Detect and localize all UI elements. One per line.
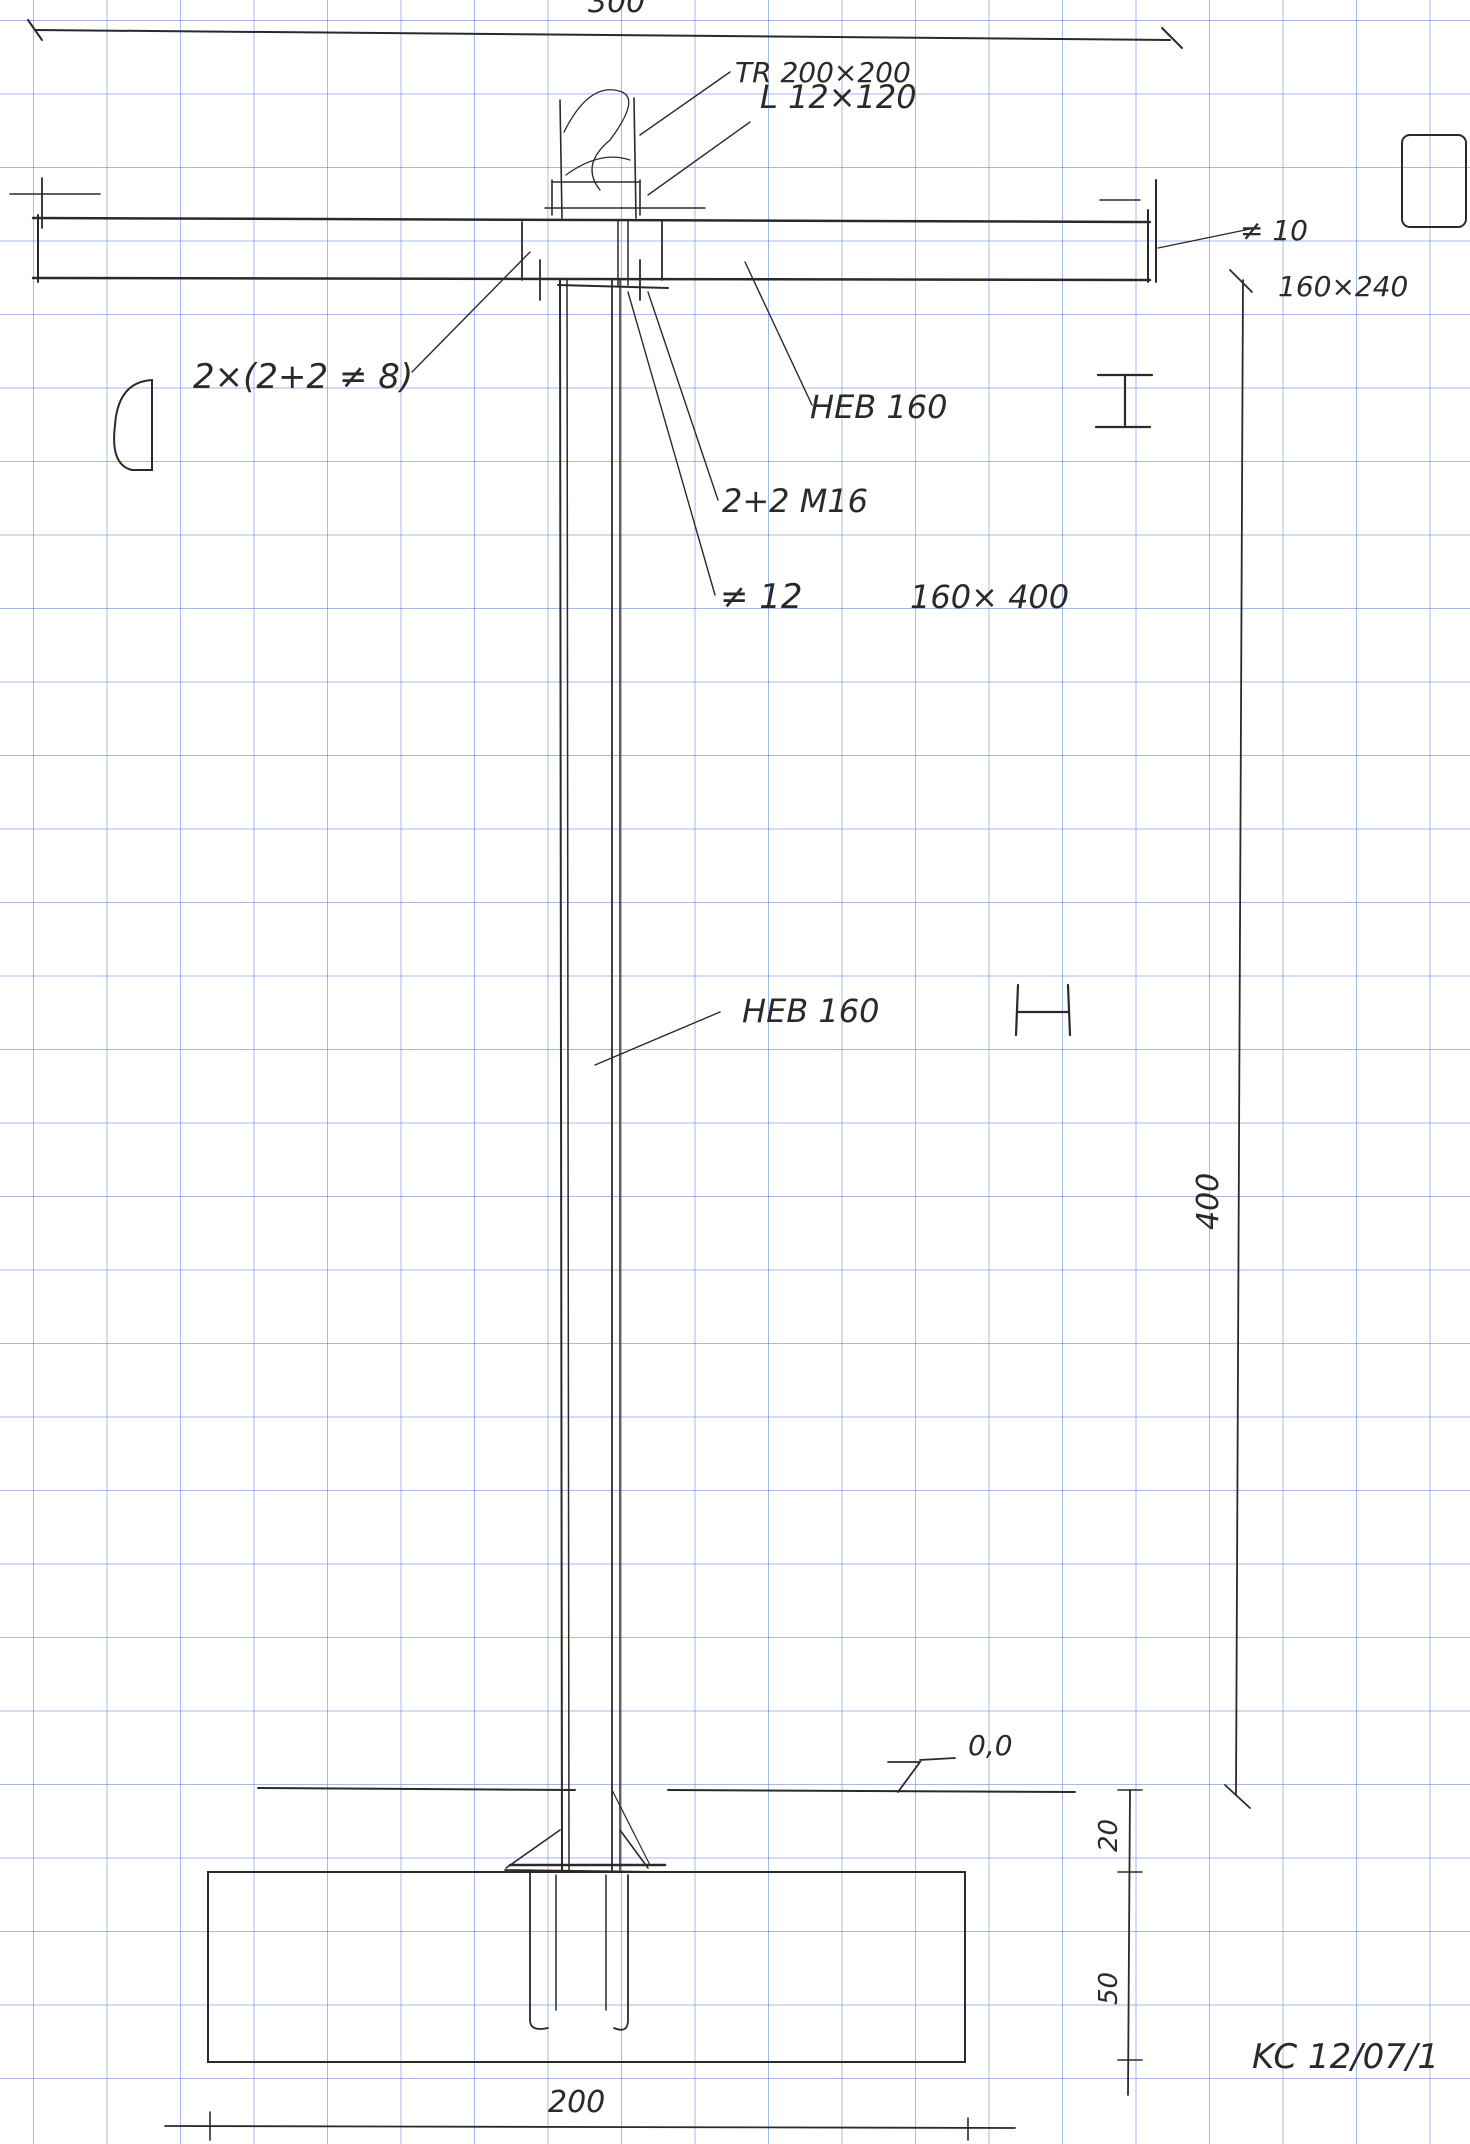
foundation-dimension: 20 50 [1094, 1789, 1143, 2096]
dim-top-label: 300 [588, 0, 645, 20]
ground-line: 0,0 [257, 1729, 1076, 1793]
column [559, 279, 621, 1871]
section-symbols [113, 134, 1467, 1037]
angle-label: L 12×120 [760, 78, 917, 116]
dim-20-label: 20 [1094, 1819, 1124, 1852]
plate-top-size-label: 160×240 [1278, 270, 1408, 303]
tube-label: TR 200×200 [735, 56, 911, 89]
dim-bottom-label: 200 [548, 2085, 605, 2120]
top-dimension: 300 [27, 0, 1183, 49]
bottom-dimension: 200 [164, 2085, 1016, 2141]
level-label: 0,0 [968, 1729, 1013, 1762]
bolts-label: 2+2 M16 [722, 482, 868, 520]
foundation [207, 1789, 966, 2063]
annotations: TR 200×200 L 12×120 ≠ 10 160×240 2×(2+2 … [193, 56, 1439, 2077]
column-label: HEB 160 [742, 992, 879, 1030]
plate-mid-size-label: 160× 400 [910, 578, 1069, 616]
plate-top-label: ≠ 10 [1240, 214, 1308, 247]
dim-50-label: 50 [1094, 1972, 1124, 2005]
top-beam [9, 177, 1157, 283]
dim-height-label: 400 [1191, 1173, 1226, 1230]
welds-label: 2×(2+2 ≠ 8) [193, 357, 413, 397]
plate-mid-label: ≠ 12 [720, 577, 803, 617]
beam-label: HEB 160 [810, 388, 947, 426]
height-dimension: 400 [1191, 269, 1253, 1809]
leader-lines [411, 71, 1256, 1066]
tube-connection [521, 89, 706, 301]
signature: KC 12/07/1 [1252, 2037, 1439, 2077]
